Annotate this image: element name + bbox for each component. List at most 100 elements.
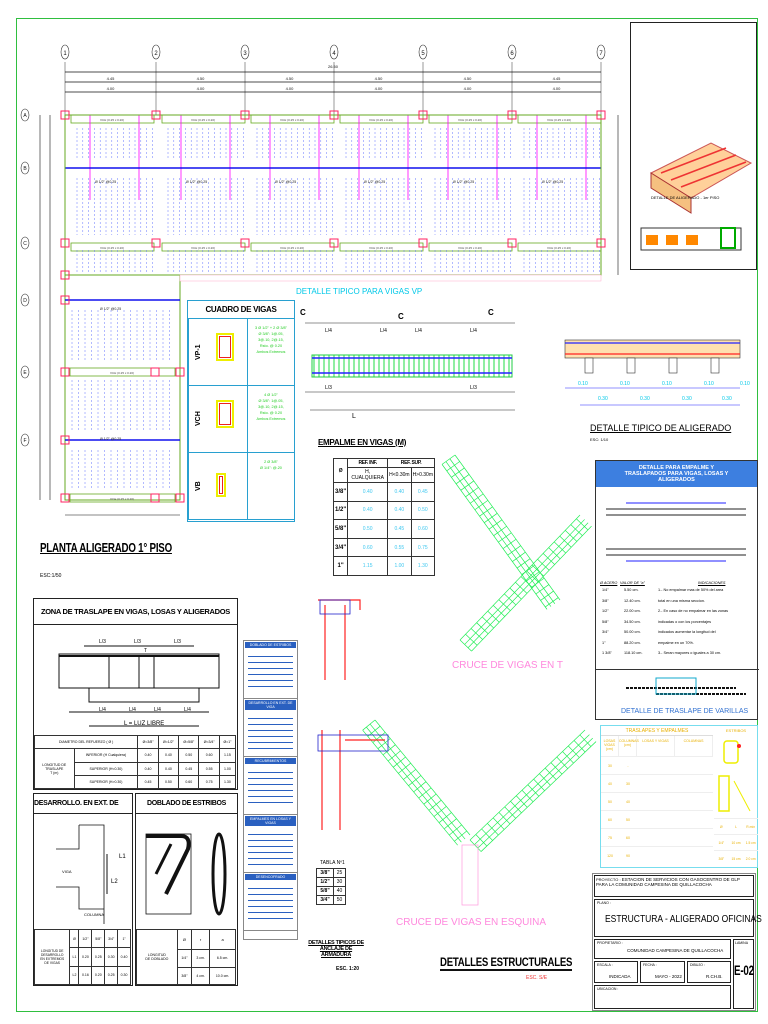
slab-outline	[64, 274, 181, 501]
aligerado-scale: ESC: 1/10	[590, 437, 609, 442]
desarrollo-title: DESARROLLO. EN EXT. DE VIGA	[34, 794, 132, 814]
column	[60, 493, 70, 503]
table-cell: 0.50	[178, 748, 200, 763]
table-cell: 1/4"	[718, 841, 725, 845]
axis-label: 1	[63, 51, 67, 57]
column	[596, 238, 606, 248]
table-cell: 50	[626, 818, 630, 822]
escala-label: ESCALA :	[597, 963, 613, 967]
sheet-scale: ESC. S/E	[526, 975, 548, 981]
table-cell: 34.50 cm.	[624, 619, 641, 624]
desarrollo-panel: DESARROLLO. EN EXT. DE VIGA VIGA COLUMNA…	[33, 793, 133, 986]
table-cell: 0.25	[104, 965, 119, 986]
note-line: 3.- Seran mayores o iguales a 30 cm.	[658, 651, 722, 655]
table-cell: 120	[607, 854, 613, 858]
table-cell: 5/8"	[602, 619, 609, 624]
propietario-label: PROPIETARIO :	[597, 941, 623, 945]
dim-label: L/4	[184, 707, 191, 713]
aligerado-dim: 0.10	[620, 381, 630, 387]
side-table: DESENCOFRADO	[244, 873, 297, 931]
column	[329, 110, 339, 120]
note-line: total en una misma seccion.	[658, 598, 706, 603]
beam-label: VCH (0.25 x 0.20)	[369, 246, 393, 250]
table-cell: 0.45	[410, 482, 436, 502]
table-row: 1 3/8"118.10 cm.3.- Seran mayores o igua…	[596, 648, 759, 659]
axis-bubble	[20, 161, 30, 175]
beam-outline	[69, 493, 176, 503]
table-cell: 3/8"	[176, 966, 193, 985]
traslapes-title: TRASLAPES Y EMPALMES	[601, 726, 713, 736]
table-cell: 3/8"	[332, 482, 349, 502]
aligerado-3d-title: DETALLE DE ALIGERADO - 1er PISO	[651, 195, 720, 200]
proyecto-value: ESTACION DE SERVICIOS CON GASOCENTRO DE …	[596, 877, 740, 887]
table-cell: 22.00 cm.	[624, 609, 641, 613]
zona-traslape: ZONA DE TRASLAPE EN VIGAS, LOSAS Y ALIGE…	[33, 598, 238, 790]
table-cell: 0.40	[157, 761, 180, 776]
table-cell: -	[627, 764, 629, 768]
fecha-value: MAYO - 2022	[655, 974, 682, 979]
col-header: COLUMNAS	[675, 736, 713, 756]
col-header: COLUMNAS (cm)	[619, 736, 639, 756]
clear-span-dimension: 4.00	[375, 86, 384, 91]
table-cell: 12.40 cm.	[624, 598, 641, 603]
spec-line: Ø 1/4": @.20	[260, 466, 282, 470]
beam-label: VCH (0.25 x 0.20)	[100, 118, 124, 122]
table-row: 3/4"50	[315, 895, 346, 905]
table-cell: 1/4"	[602, 588, 609, 592]
table-cell: 0.40	[387, 500, 412, 521]
spec-line: 3 Ø 1/2" + 2 Ø 3/8"	[255, 326, 287, 330]
table-cell: 0.40	[117, 947, 131, 967]
note-line: empalme en un 70%.	[658, 640, 694, 645]
dim-label: L/4	[470, 328, 477, 334]
column	[418, 238, 428, 248]
dim-label: L/3	[134, 639, 141, 645]
traslape-panel: DETALLE PARA EMPALME Y TRASLAPADOS PARA …	[595, 460, 759, 720]
axis-label: B	[23, 166, 27, 172]
table-cell: 30	[608, 764, 612, 768]
spec-line: Ambos Extremos	[256, 350, 286, 354]
table-row: 1"88.20 cm.empalme en un 70%.	[596, 638, 759, 649]
table-cell: 0.45	[387, 519, 412, 539]
column	[507, 238, 517, 248]
table-cell: 1.30	[218, 774, 237, 790]
axis-bubble	[329, 44, 339, 60]
label-line: DESARROLLO	[40, 953, 64, 957]
table-cell: 1.00	[387, 556, 412, 576]
table-row: 5/8"34.50 cm.indicadas o con los porcent…	[596, 617, 759, 628]
anclaje-scale: ESC. 1:20	[336, 966, 360, 972]
table-cell: R.mín	[746, 825, 756, 829]
table-cell: SUPERIOR (H<0.30)	[73, 761, 139, 776]
sub-header: H, CUALQUIERA	[347, 467, 389, 483]
table-cell: 0.55	[198, 761, 220, 776]
table-cell: 0.50	[347, 519, 389, 539]
column	[60, 367, 70, 377]
side-table-title: DOBLADO DE ESTRIBOS	[245, 642, 296, 648]
table-cell: 1.30	[410, 556, 436, 576]
vp-mark-c: C	[300, 308, 306, 317]
table-cell: 0.50	[157, 774, 180, 790]
table-cell: 1.15	[218, 748, 237, 763]
tabla-n1-title: TABLA Nº1	[320, 860, 345, 866]
table-cell: 1 3/8"	[602, 651, 612, 655]
beam-label: VCH (0.25 x 0.20)	[100, 246, 124, 250]
label-line: EN EXTREMOS	[40, 957, 65, 961]
col-header: Ø	[332, 458, 349, 483]
column	[596, 110, 606, 120]
axis-bubble	[20, 365, 30, 379]
axis-label: C	[23, 241, 27, 247]
col-header: Ø=3/4"	[198, 734, 220, 750]
clear-span-dimension: 4.00	[107, 86, 116, 91]
span-dimension: 4.45	[553, 76, 562, 81]
table-cell: 4 cm.	[191, 966, 211, 985]
table-cell: 10 cm	[731, 841, 741, 845]
table-cell: 1/2"	[602, 609, 609, 613]
table-cell: 0.50	[410, 500, 436, 521]
table-cell: Ø	[720, 825, 723, 829]
